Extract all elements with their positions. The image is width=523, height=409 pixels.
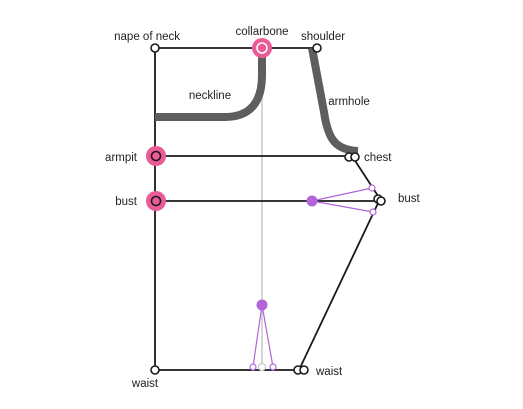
bust-dart [311,187,374,213]
bust-right-point-b[interactable] [376,196,386,206]
waist-right-point-b[interactable] [299,365,309,375]
collarbone-point[interactable] [256,42,268,54]
waist-dart-handle-left[interactable] [249,363,257,371]
waist-guide-end [257,362,267,372]
bust-left-highlight [146,191,166,211]
waist-dart-handle-right[interactable] [269,363,277,371]
label-waist-right: waist [315,366,343,378]
side-seam-lower [298,198,381,371]
armpit-highlight [146,146,166,166]
label-shoulder: shoulder [301,31,345,43]
waist-left-point[interactable] [150,365,160,375]
label-armhole: armhole [328,96,370,108]
bust-dart-apex[interactable] [306,195,318,207]
label-bust-right: bust [398,193,421,205]
label-bust-left: bust [115,196,138,208]
bust-left-point[interactable] [150,195,162,207]
bust-dart-handle-top[interactable] [368,184,376,192]
waist-dart [252,304,274,368]
collarbone-highlight [252,38,272,58]
armhole-curve [308,47,359,155]
nape-of-neck-point[interactable] [150,43,160,53]
label-neckline: neckline [189,90,231,102]
label-nape-of-neck: nape of neck [114,31,180,43]
shoulder-point[interactable] [312,43,322,53]
armpit-point[interactable] [150,150,162,162]
side-seam-upper [351,155,381,200]
waist-dart-apex[interactable] [256,299,268,311]
chest-point-b[interactable] [350,152,360,162]
label-collarbone: collarbone [235,26,288,38]
neckline-curve [155,49,266,121]
label-armpit: armpit [105,152,138,164]
label-waist-left: waist [131,378,159,390]
bust-dart-handle-bottom[interactable] [369,208,377,216]
label-chest: chest [364,152,392,164]
